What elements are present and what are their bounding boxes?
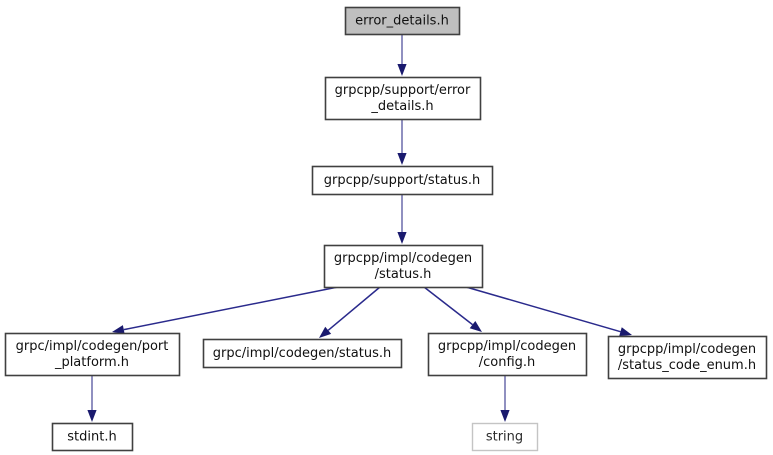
nodes-layer: error_details.h grpcpp/support/error_deta… [4, 6, 768, 452]
edge-grpcpp_impl_codegen_status-to-grpcpp_impl_codegen_status_code_enum [465, 286, 632, 337]
node-grpcpp_support_status[interactable]: grpcpp/support/status.h [311, 165, 494, 196]
node-box[interactable] [311, 165, 494, 196]
edges-layer [87, 34, 632, 422]
edge-grpcpp_impl_codegen_config-to-string [500, 375, 510, 422]
edge-line [423, 286, 473, 326]
arrowhead-icon [112, 325, 125, 335]
node-grpcpp_support_error_details[interactable]: grpcpp/support/error_details.h [324, 76, 482, 121]
edge-grpcpp_support_status-to-grpcpp_impl_codegen_status [397, 194, 407, 244]
node-box[interactable] [471, 422, 539, 452]
edge-grpcpp_impl_codegen_status-to-grpc_impl_codegen_port_platform [112, 286, 339, 335]
arrowhead-icon [397, 232, 407, 244]
node-box[interactable] [4, 332, 181, 377]
node-label: error_details.h [355, 13, 449, 28]
node-grpcpp_impl_codegen_config[interactable]: grpcpp/impl/codegen/config.h [427, 332, 588, 377]
arrowhead-icon [87, 410, 97, 422]
node-label: string [486, 429, 523, 444]
edge-grpcpp_support_error_details-to-grpcpp_support_status [397, 119, 407, 165]
node-label: grpcpp/support/error_details.h [335, 83, 471, 114]
arrowhead-icon [397, 64, 407, 76]
node-label: grpcpp/support/status.h [324, 173, 481, 188]
node-box[interactable] [202, 338, 403, 369]
node-grpcpp_impl_codegen_status[interactable]: grpcpp/impl/codegen/status.h [323, 244, 484, 289]
edge-line [123, 286, 339, 331]
node-box[interactable] [427, 332, 588, 377]
edge-error_details-to-grpcpp_support_error_details [397, 34, 407, 76]
node-box[interactable] [51, 422, 134, 452]
edge-line [465, 286, 621, 333]
arrowhead-icon [469, 321, 482, 332]
edge-line [327, 286, 381, 331]
node-box[interactable] [344, 6, 461, 36]
arrowhead-icon [319, 326, 332, 338]
node-box[interactable] [323, 244, 484, 289]
node-label: grpc/impl/codegen/status.h [213, 346, 391, 361]
arrowhead-icon [397, 153, 407, 165]
node-box[interactable] [324, 76, 482, 121]
arrowhead-icon [619, 327, 632, 337]
node-box[interactable] [607, 335, 768, 380]
node-label: grpc/impl/codegen/port_platform.h [16, 339, 169, 370]
edge-grpc_impl_codegen_port_platform-to-stdint [87, 375, 97, 422]
edge-grpcpp_impl_codegen_status-to-grpc_impl_codegen_status [319, 286, 381, 338]
node-stdint[interactable]: stdint.h [51, 422, 134, 452]
node-grpc_impl_codegen_port_platform[interactable]: grpc/impl/codegen/port_platform.h [4, 332, 181, 377]
node-grpcpp_impl_codegen_status_code_enum[interactable]: grpcpp/impl/codegen/status_code_enum.h [607, 335, 768, 380]
node-grpc_impl_codegen_status[interactable]: grpc/impl/codegen/status.h [202, 338, 403, 369]
node-label: grpcpp/impl/codegen/config.h [438, 339, 576, 370]
node-label: stdint.h [67, 429, 116, 444]
edge-grpcpp_impl_codegen_status-to-grpcpp_impl_codegen_config [423, 286, 482, 332]
node-label: grpcpp/impl/codegen/status.h [334, 251, 472, 282]
arrowhead-icon [500, 410, 510, 422]
node-error_details[interactable]: error_details.h [344, 6, 461, 36]
node-string[interactable]: string [471, 422, 539, 452]
node-label: grpcpp/impl/codegen/status_code_enum.h [618, 342, 756, 373]
